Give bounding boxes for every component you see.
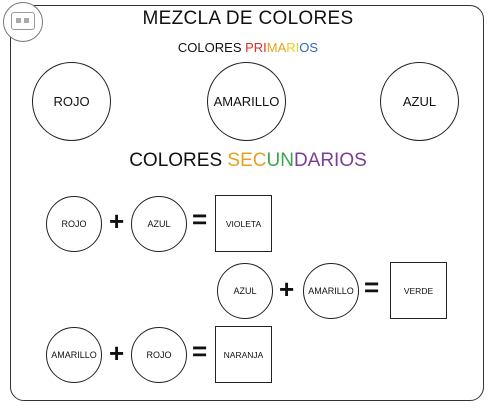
color-circle: AZUL (131, 196, 187, 252)
result-label: NARANJA (223, 349, 264, 360)
color-circle: AMARILLO (46, 327, 102, 383)
result-box: NARANJA (215, 326, 272, 383)
heading-part: RI (286, 40, 300, 55)
logo (3, 2, 43, 42)
heading-part: COLORES (177, 40, 246, 55)
heading-part: PRI (245, 40, 267, 55)
result-box: VIOLETA (215, 195, 272, 252)
circle-label: AZUL (233, 286, 257, 296)
color-circle: AMARILLO (303, 263, 359, 319)
primary-circle-amarillo: AMARILLO (207, 62, 286, 141)
circle-label: AMARILLO (213, 94, 280, 109)
heading-part: OS (299, 40, 319, 55)
primary-circle-rojo: ROJO (32, 62, 111, 141)
equals-sign: = (192, 336, 208, 366)
result-label: VIOLETA (225, 218, 262, 229)
plus-sign: + (109, 206, 125, 236)
circle-label: AMARILLO (308, 286, 354, 296)
circle-label: AMARILLO (51, 350, 97, 360)
heading-part: SEC (227, 150, 267, 171)
circle-label: AZUL (402, 94, 437, 109)
primary-circle-azul: AZUL (380, 62, 459, 141)
plus-sign: + (109, 338, 125, 368)
secondary-colors-heading: COLORES SECUNDARIOS (0, 150, 496, 172)
color-circle: ROJO (131, 327, 187, 383)
circle-label: AZUL (147, 219, 171, 229)
circle-label: ROJO (53, 94, 90, 109)
logo-square (16, 18, 21, 23)
primary-colors-heading: COLORES PRIMARIOS (0, 40, 496, 55)
result-box: VERDE (390, 262, 447, 319)
heading-part: MA (266, 40, 287, 55)
heading-part: DARIOS (293, 150, 367, 171)
circle-label: ROJO (146, 350, 172, 360)
equals-sign: = (364, 272, 380, 302)
logo-icon (11, 12, 35, 30)
page-title: MEZCLA DE COLORES (142, 8, 354, 29)
color-circle: AZUL (217, 263, 273, 319)
heading-part: UN (266, 150, 294, 171)
equals-sign: = (192, 204, 208, 234)
heading-part: COLORES (129, 150, 228, 171)
circle-label: ROJO (61, 219, 87, 229)
logo-square (24, 18, 29, 23)
color-circle: ROJO (46, 196, 102, 252)
plus-sign: + (279, 274, 295, 304)
result-label: VERDE (403, 285, 434, 296)
worksheet-frame (10, 5, 484, 401)
